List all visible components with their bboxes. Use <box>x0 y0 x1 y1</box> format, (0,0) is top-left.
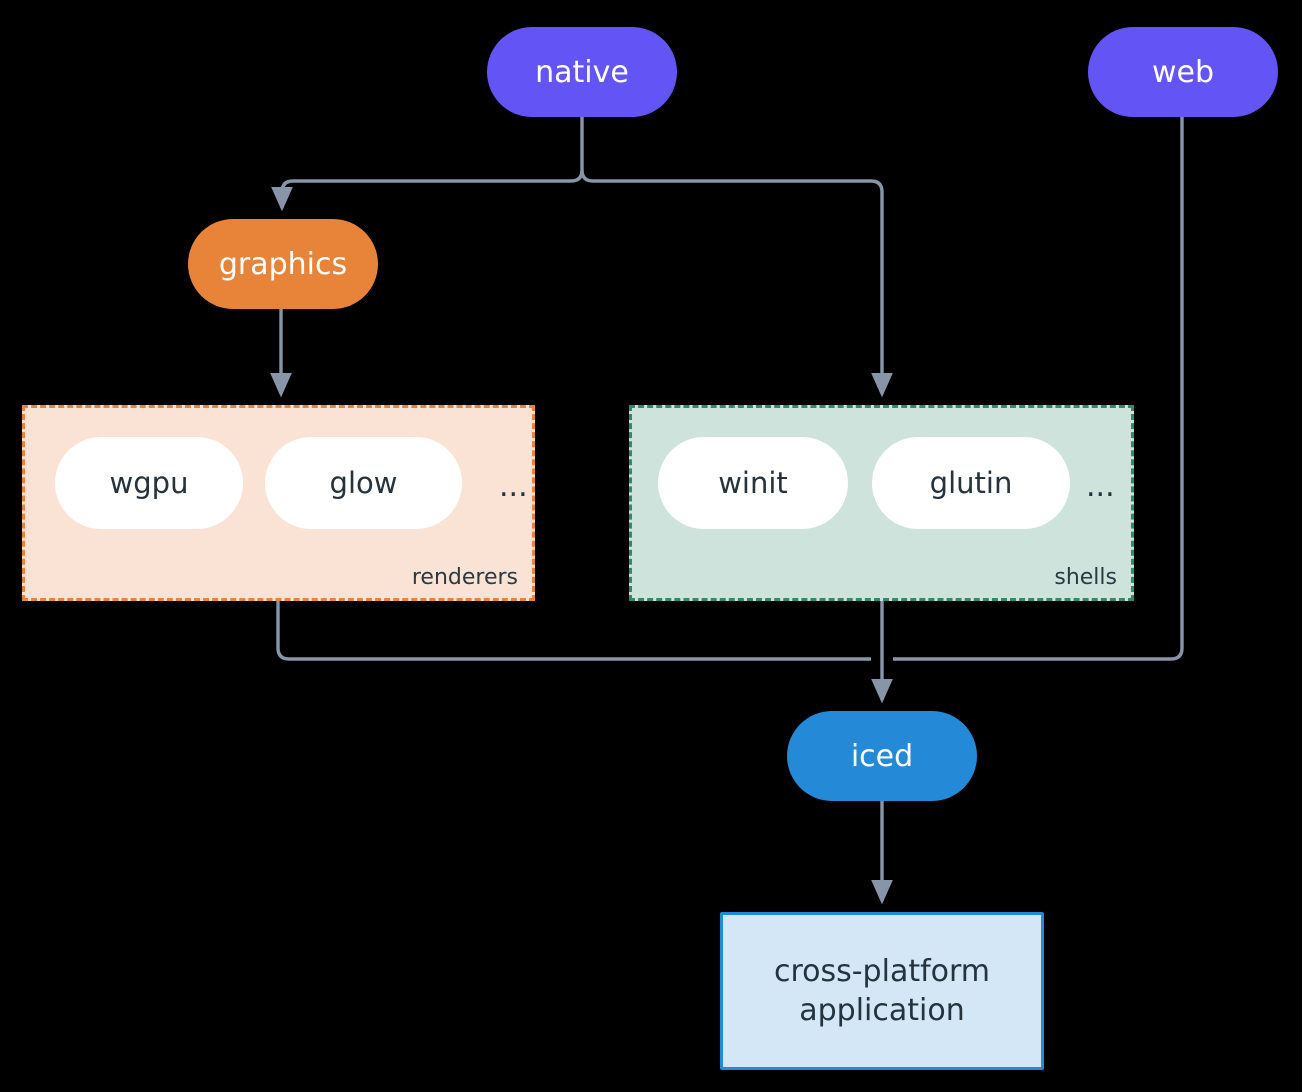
node-application[interactable]: cross-platform application <box>720 912 1044 1070</box>
edge-native-shells <box>580 169 893 398</box>
node-glow[interactable]: glow <box>265 437 462 529</box>
edge-native-trunk <box>570 117 584 183</box>
node-glutin-label: glutin <box>929 466 1013 500</box>
node-graphics[interactable]: graphics <box>188 219 378 309</box>
node-glutin[interactable]: glutin <box>872 437 1070 529</box>
node-winit[interactable]: winit <box>658 437 848 529</box>
cluster-shells: winit glutin ... shells <box>629 405 1134 601</box>
node-iced-label: iced <box>850 738 914 774</box>
node-native-label: native <box>535 54 629 90</box>
node-native[interactable]: native <box>487 27 677 117</box>
node-iced[interactable]: iced <box>787 711 977 801</box>
shells-ellipsis: ... <box>1086 469 1115 504</box>
renderers-ellipsis: ... <box>499 469 528 504</box>
node-wgpu[interactable]: wgpu <box>55 437 243 529</box>
node-application-line2: application <box>799 993 965 1028</box>
node-application-line1: cross-platform <box>773 954 991 989</box>
cluster-renderers-label: renderers <box>411 565 518 590</box>
edge-native-graphics <box>271 179 571 212</box>
node-wgpu-label: wgpu <box>109 466 189 500</box>
edge-renderers-iced <box>276 601 871 661</box>
node-graphics-label: graphics <box>218 246 348 282</box>
node-winit-label: winit <box>718 466 788 500</box>
node-glow-label: glow <box>329 466 398 500</box>
node-web-label: web <box>1151 54 1215 90</box>
cluster-shells-label: shells <box>1054 565 1117 590</box>
node-web[interactable]: web <box>1088 27 1278 117</box>
cluster-renderers: wgpu glow ... renderers <box>22 405 535 601</box>
